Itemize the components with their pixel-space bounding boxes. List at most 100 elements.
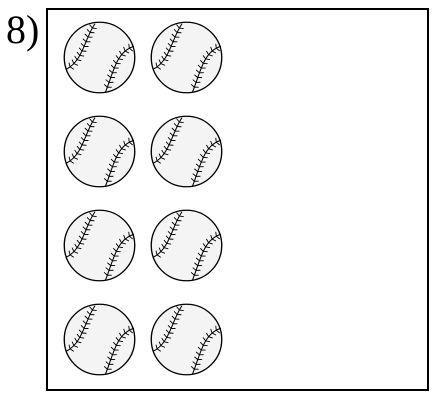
seam-stitch — [210, 140, 213, 146]
seam-stitch — [103, 84, 108, 88]
seam-stitch — [192, 173, 197, 177]
seam-stitch — [71, 247, 75, 253]
seam-stitch — [173, 217, 178, 221]
seam-stitch — [167, 231, 172, 235]
seam-stitch — [169, 320, 174, 325]
seam-stitch — [155, 62, 158, 68]
seam-stitch — [108, 163, 113, 168]
seam-stitch — [103, 272, 108, 276]
seam-stitch — [118, 58, 124, 60]
seam-stitch — [176, 118, 180, 123]
seam-stitch — [176, 212, 180, 217]
baseball-icon — [150, 303, 223, 376]
seam-stitch — [167, 137, 172, 141]
seam-stitch — [128, 329, 133, 334]
seam-stitch — [73, 157, 79, 160]
seam-stitch — [78, 47, 83, 52]
seam-stitch — [166, 243, 172, 245]
seam-stitch — [78, 235, 83, 240]
seam-stitch — [121, 242, 126, 245]
seam-stitch — [119, 332, 123, 338]
seam-stitch — [69, 160, 74, 164]
seam-stitch — [121, 148, 126, 151]
seam-stitch — [160, 345, 166, 348]
seam-stitch — [155, 156, 158, 162]
seam-stitch — [208, 148, 213, 151]
seam-stitch — [195, 351, 200, 356]
seam-stitch — [71, 153, 75, 159]
seam-stitch — [210, 328, 213, 334]
seam-stitch — [86, 217, 91, 221]
seam-stitch — [123, 328, 126, 334]
seam-stitch — [165, 235, 170, 240]
seam-stitch — [178, 309, 184, 311]
seam-stitch — [74, 149, 78, 155]
seam-stitch — [169, 226, 174, 231]
seam-stitch — [113, 341, 117, 346]
seam-stitch — [194, 168, 199, 173]
seam-stitch — [211, 144, 217, 148]
seam-stitch — [178, 121, 184, 123]
seam-stitch — [78, 329, 83, 334]
seam-stitch — [79, 149, 85, 151]
seam-stitch — [171, 33, 176, 38]
seam-stitch — [156, 66, 161, 70]
seam-stitch — [80, 137, 85, 141]
seam-stitch — [163, 51, 168, 56]
seam-stitch — [107, 74, 112, 79]
seam-stitch — [155, 344, 158, 350]
seam-stitch — [158, 59, 162, 65]
seam-stitch — [113, 153, 117, 158]
seam-stitch — [156, 254, 161, 258]
seam-stitch — [128, 235, 133, 240]
seam-stitch — [76, 51, 81, 56]
seam-stitch — [74, 55, 78, 61]
baseball-icon — [63, 115, 136, 188]
seam-stitch — [108, 69, 113, 74]
seam-stitch — [197, 158, 202, 163]
seam-stitch — [107, 356, 112, 361]
seam-stitch — [91, 215, 97, 217]
seam-stitch — [69, 254, 74, 258]
seam-stitch — [115, 149, 120, 154]
seam-stitch — [118, 340, 124, 342]
seam-stitch — [173, 29, 178, 33]
seam-stitch — [107, 168, 112, 173]
seam-stitch — [202, 243, 207, 248]
seam-stitch — [165, 141, 170, 146]
seam-stitch — [208, 336, 213, 339]
seam-stitch — [205, 152, 211, 154]
seam-stitch — [82, 38, 87, 43]
seam-stitch — [115, 337, 120, 342]
ball-outline — [63, 303, 136, 376]
seam-stitch — [160, 251, 166, 254]
seam-stitch — [118, 246, 124, 248]
seam-stitch — [124, 144, 130, 148]
seam-stitch — [103, 178, 108, 182]
seam-stitch — [202, 55, 207, 60]
seam-stitch — [171, 221, 176, 226]
ball-outline — [63, 209, 136, 282]
seam-stitch — [79, 55, 85, 57]
seam-stitch — [86, 29, 91, 33]
seam-stitch — [202, 337, 207, 342]
seam-stitch — [190, 178, 195, 182]
baseball-grid — [62, 20, 224, 396]
seam-stitch — [166, 337, 172, 339]
seam-stitch — [76, 247, 82, 250]
seam-stitch — [205, 340, 211, 342]
seam-stitch — [192, 267, 197, 271]
seam-stitch — [210, 46, 213, 52]
seam-stitch — [161, 55, 165, 61]
seam-stitch — [211, 332, 217, 336]
seam-stitch — [84, 33, 89, 38]
seam-stitch — [76, 239, 81, 244]
seam-stitch — [91, 27, 97, 29]
seam-stitch — [123, 234, 126, 240]
baseball-icon — [63, 21, 136, 94]
seam-stitch — [124, 332, 130, 336]
seam-stitch — [84, 127, 89, 132]
seam-stitch — [202, 149, 207, 154]
seam-stitch — [215, 141, 220, 146]
seam-stitch — [208, 54, 213, 57]
